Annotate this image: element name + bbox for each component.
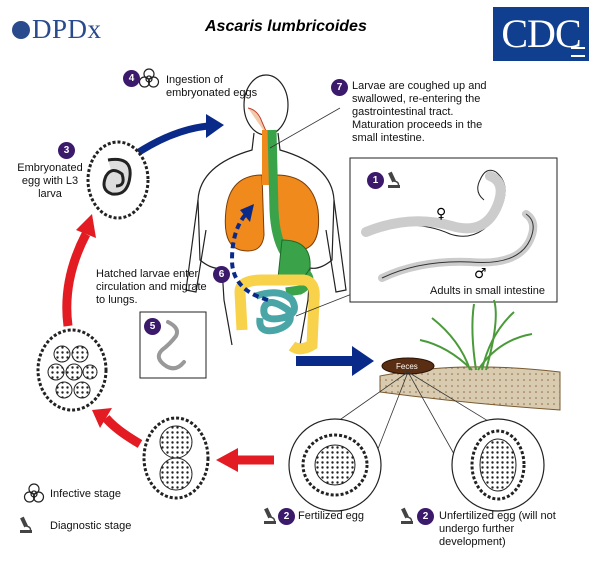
egg-callout-line	[375, 371, 409, 455]
step-1-label: Adults in small intestine	[430, 285, 545, 297]
cdc-logo: CDC	[493, 7, 589, 61]
grass-blade	[419, 339, 473, 371]
step-number-2-unfertilized: 2	[417, 508, 434, 525]
microscope-base	[20, 530, 32, 533]
feces-mound	[381, 357, 435, 375]
egg-cell	[55, 381, 73, 399]
human-body	[185, 74, 347, 346]
microscope-icon	[388, 171, 400, 188]
cycle-arrowhead	[76, 214, 96, 238]
migration-arrow	[229, 212, 269, 302]
migration-arrowhead	[240, 204, 254, 222]
cycle-egg-two-cell	[142, 416, 210, 500]
microscope-arm	[406, 516, 413, 524]
microscope-tube	[401, 507, 409, 519]
female-symbol: ♀	[436, 206, 446, 222]
biohazard-icon	[138, 68, 160, 88]
arm-right	[325, 199, 347, 293]
microscope-base	[264, 521, 276, 524]
step-4-label: Ingestion of embryonated eggs	[166, 74, 258, 99]
microscope-icon	[264, 507, 276, 524]
egg-cell	[47, 363, 65, 381]
step-number-1: 1	[367, 172, 384, 189]
biohazard-ring	[147, 76, 160, 88]
legend-diagnostic-label: Diagnostic stage	[50, 520, 132, 532]
microscope-base	[388, 185, 400, 188]
step-2-fertilized-label: Fertilized egg	[298, 510, 365, 522]
feces-label: Feces	[396, 362, 418, 371]
step-2-unfertilized-label: Unfertilized egg (will not undergo furth…	[439, 510, 556, 548]
step-number-6: 6	[213, 266, 230, 283]
soil	[379, 366, 561, 411]
male-symbol: ♂	[474, 266, 487, 282]
microscope-arm	[269, 516, 276, 524]
microscope-tube	[388, 171, 396, 183]
grass-blade	[477, 333, 533, 371]
egg-callout-lines	[293, 371, 543, 455]
microscope-arm	[393, 180, 400, 188]
step-number-4: 4	[123, 70, 140, 87]
microscope-tube	[264, 507, 272, 519]
fertilized-egg-cell	[314, 444, 356, 486]
ingestion-arrow	[127, 122, 209, 161]
grass-blade	[485, 299, 497, 371]
dpdx-logo-text: DPDx	[32, 14, 102, 44]
grass-blade	[431, 317, 471, 371]
dpdx-logo-mark	[12, 20, 30, 39]
microscope-tube	[20, 516, 28, 528]
microscope-base	[401, 521, 413, 524]
step-number-5: 5	[144, 318, 161, 335]
egg-cell	[71, 345, 89, 363]
female-worm-body	[361, 171, 506, 237]
large-intestine	[234, 274, 320, 355]
hatched-larva	[156, 320, 186, 371]
egg-cell	[53, 345, 71, 363]
egg-callout-line	[407, 371, 455, 455]
biohazard-icon	[23, 483, 45, 503]
cycle-arrow-to-embryonated	[62, 231, 90, 327]
egg-cell	[159, 425, 193, 459]
dpdx-logo: DPDx	[12, 14, 102, 45]
step-3-label: Embryonated egg with L3 larva	[17, 162, 83, 200]
grass-blade	[471, 303, 477, 371]
egg-cell	[73, 381, 91, 399]
arm-left	[185, 199, 207, 293]
step-number-3: 3	[58, 142, 75, 159]
biohazard-ring	[32, 491, 45, 503]
step-number-7: 7	[331, 79, 348, 96]
male-worm-outline	[381, 213, 534, 279]
cycle-arrowhead	[216, 448, 238, 472]
biohazard-ring	[23, 491, 36, 503]
grass	[419, 299, 533, 371]
microscope-icon	[401, 507, 413, 524]
cycle-arrow-to-multicell	[102, 415, 143, 448]
callout-line-step7	[269, 107, 341, 149]
coiled-larva	[102, 157, 132, 196]
microscope-arm	[25, 525, 32, 533]
diagram-title: Ascaris lumbricoides	[205, 18, 367, 35]
small-intestine	[254, 289, 298, 335]
cycle-egg-embryonated	[86, 140, 150, 220]
microscope-icon	[20, 516, 32, 533]
excretion-arrow	[296, 356, 354, 366]
unfertilized-egg-granules	[479, 438, 517, 492]
step-6-label: Hatched larvae enter circulation and mig…	[96, 268, 207, 306]
step-number-2-fertilized: 2	[278, 508, 295, 525]
step-7-label: Larvae are coughed up and swallowed, re-…	[352, 80, 487, 144]
lungs	[224, 174, 320, 252]
ingestion-arrowhead	[206, 114, 224, 138]
cycle-egg-multicell	[36, 328, 108, 412]
legend-infective-label: Infective stage	[50, 488, 121, 500]
egg-cell	[65, 363, 83, 381]
egg-cell	[82, 364, 98, 380]
cycle-arrowhead	[92, 408, 112, 428]
biohazard-ring	[138, 76, 151, 88]
excretion-arrowhead	[352, 346, 374, 376]
egg-cell	[159, 457, 193, 491]
